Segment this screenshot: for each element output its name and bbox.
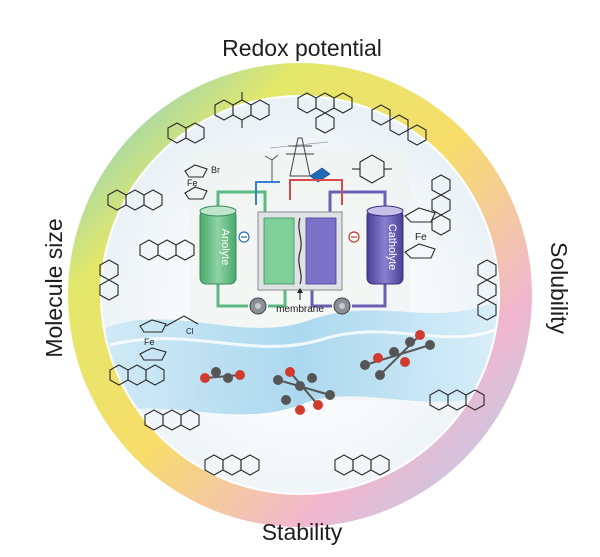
label-redox-potential: Redox potential [222,35,382,61]
ferrocene-right-icon: Fe [404,207,436,259]
anthraquinone-right-low-icon [477,259,497,321]
flavin-bottom-left-icon [144,409,200,431]
anolyte-loop-bottom [216,282,248,308]
label-solubility: Solubility [546,242,572,335]
catholyte-loop-top [328,190,387,212]
pump-left-icon [249,297,267,315]
wire-red [289,179,343,205]
br-label: Br [211,165,220,175]
flow-battery: Anolyte Catholyte [199,179,404,315]
anolyte-tank: Anolyte [199,205,237,285]
ferrocene-bottom-left-icon: Fe Cl [139,315,199,361]
molecule-structures [99,92,497,476]
riboflavin-left-icon [99,259,119,301]
fe-label-top-left: Fe [187,178,198,188]
pump-right-icon [333,297,351,315]
wind-turbine-icon [264,154,279,182]
benzoquinone-icon [352,154,392,184]
catholyte-tank: Catholyte [366,205,404,285]
flavin-lower-left-icon [109,364,165,386]
label-molecule-size: Molecule size [41,218,67,357]
anolyte-label: Anolyte [219,229,231,266]
catholyte-loop-bottom [352,282,387,308]
naphthoquinone-icon [167,122,205,144]
alloxazine-left-icon [107,189,163,211]
fe-label-right: Fe [415,232,427,243]
anthraquinone-sulfonate-icon [431,174,451,236]
benzoquinone-3d-icon [200,367,245,383]
anthraquinone-lower-right-icon [429,389,485,411]
anolyte-return [268,288,287,308]
electrochemical-cell [257,211,343,291]
anolyte-loop-top [216,190,267,212]
membrane-label: membrane [276,304,324,315]
anthraquinone-bottom-right-icon [334,454,390,476]
catholyte-return [310,288,332,308]
membrane-arrow-icon [297,288,303,293]
membrane-line [298,217,302,285]
alloxazine-mid-icon [139,239,195,261]
anthraquinone-top-left-icon [214,92,270,128]
cl-label: Cl [186,327,194,336]
anthraquinone-top-mid-icon [297,92,353,134]
catholyte-label: Catholyte [386,224,398,270]
anthraquinone-top-right-icon [371,104,427,146]
fe-label-bottom-left: Fe [144,337,155,347]
anthraquinone-3d-middle-icon [273,367,335,415]
ferrocene-top-left-icon: Fe Br [184,164,220,200]
wire-blue [255,181,280,205]
anthraquinone-3d-right-icon [360,330,435,380]
anthraquinone-bottom-left-icon [204,454,260,476]
ball-stick-molecules [200,330,435,415]
label-stability: Stability [262,519,343,545]
